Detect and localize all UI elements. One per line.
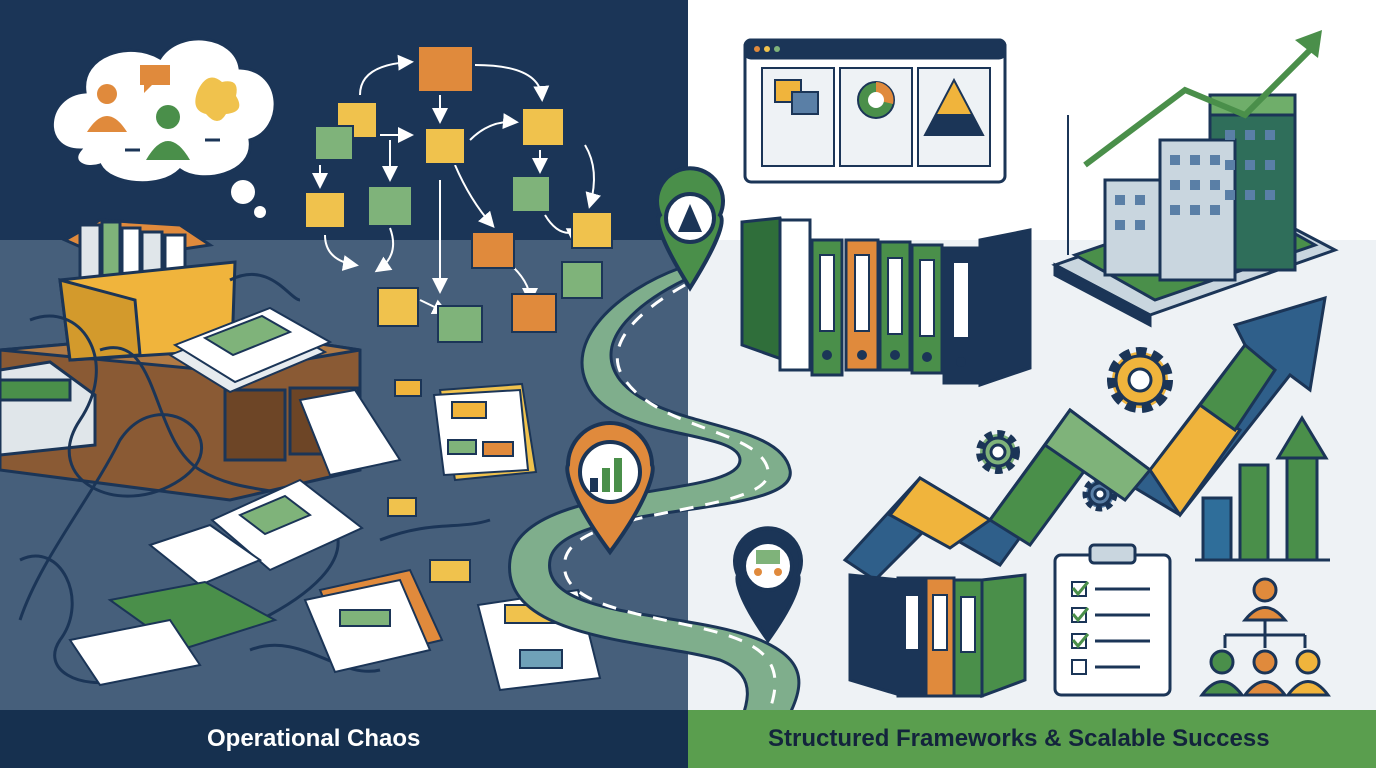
tangled-cable-icon	[18, 272, 491, 685]
paper-stack-icon	[167, 306, 402, 477]
binders-icon	[740, 216, 1032, 388]
location-pin-team-icon	[733, 526, 803, 644]
success-caption-bar: Structured Frameworks & Scalable Success	[688, 710, 1376, 768]
binders-bottom-icon	[848, 573, 1027, 699]
overflowing-file-box-icon	[58, 218, 237, 362]
chaos-caption: Operational Chaos	[207, 725, 421, 752]
puzzle-arrow-icon	[842, 295, 1327, 582]
chaos-caption-bar: Operational Chaos	[0, 710, 688, 768]
city-buildings-icon	[1051, 93, 1339, 328]
sticky-note-flow-icon	[304, 45, 613, 343]
location-pin-chart-icon	[565, 421, 655, 556]
road-path-icon	[508, 266, 801, 768]
growth-arrow-icon	[1067, 30, 1322, 255]
dashboard-window-icon	[743, 38, 1007, 184]
left-cabinet-icon	[0, 360, 97, 457]
scattered-documents-icon	[68, 379, 602, 692]
checklist-clipboard-icon	[1053, 543, 1172, 697]
bar-chart-icon	[1195, 415, 1330, 562]
success-caption: Structured Frameworks & Scalable Success	[768, 725, 1270, 752]
location-pin-logo-icon	[655, 166, 725, 292]
org-chart-icon	[1199, 577, 1331, 697]
gear-icon	[976, 347, 1173, 512]
thought-bubble-people-icon	[51, 37, 277, 218]
